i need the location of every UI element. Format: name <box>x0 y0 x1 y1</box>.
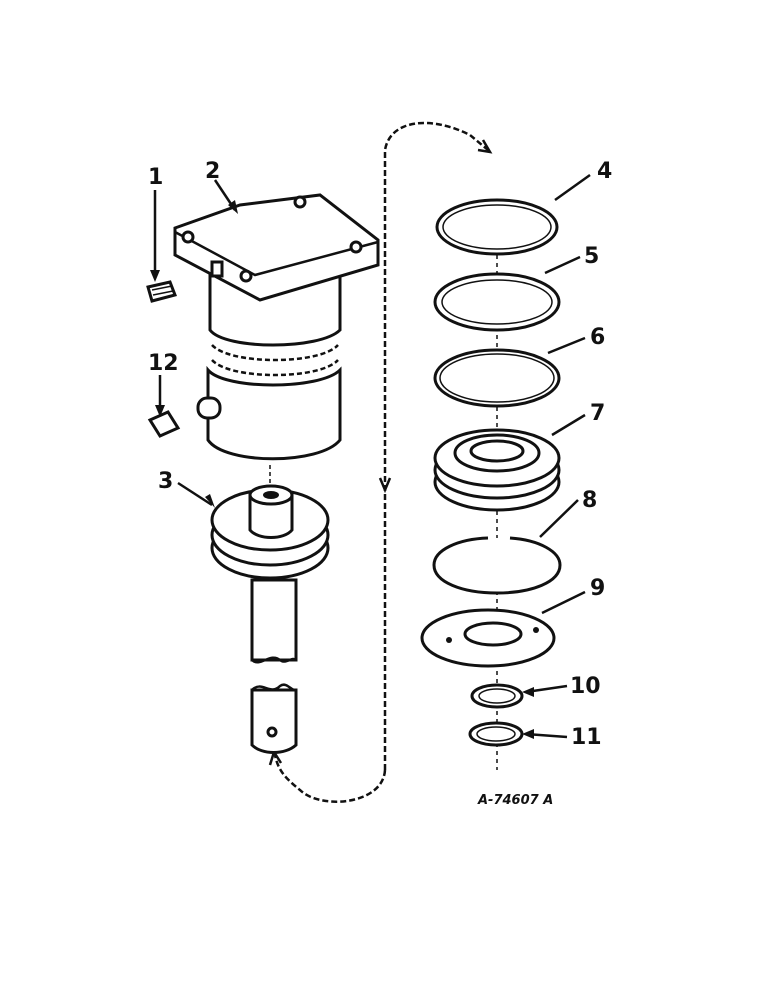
part-piston <box>210 484 330 754</box>
part-washer-11 <box>468 721 524 747</box>
assembly-path <box>268 121 498 803</box>
callout-9: 9 <box>590 576 605 601</box>
callout-2: 2 <box>205 159 220 184</box>
callout-8: 8 <box>582 488 597 513</box>
callout-4: 4 <box>597 159 612 184</box>
part-plug-12 <box>147 410 181 438</box>
drawing-number: A-74607 A <box>477 793 553 808</box>
part-snap-ring-8 <box>432 536 562 595</box>
callout-1: 1 <box>148 165 163 190</box>
callout-5: 5 <box>584 244 599 269</box>
callout-6: 6 <box>590 325 605 350</box>
part-plug-1 <box>146 280 178 303</box>
part-ring-5 <box>433 272 561 332</box>
callout-3: 3 <box>158 469 173 494</box>
part-housing <box>173 193 380 461</box>
callout-11: 11 <box>571 725 602 750</box>
callout-10: 10 <box>570 674 601 699</box>
callout-7: 7 <box>590 401 605 426</box>
part-seal-7 <box>433 428 561 512</box>
part-plate-9 <box>420 608 556 668</box>
part-ring-4 <box>435 198 559 256</box>
part-washer-10 <box>470 683 524 709</box>
callout-12: 12 <box>148 351 179 376</box>
part-ring-6 <box>433 348 561 408</box>
leader-lines <box>150 173 591 739</box>
